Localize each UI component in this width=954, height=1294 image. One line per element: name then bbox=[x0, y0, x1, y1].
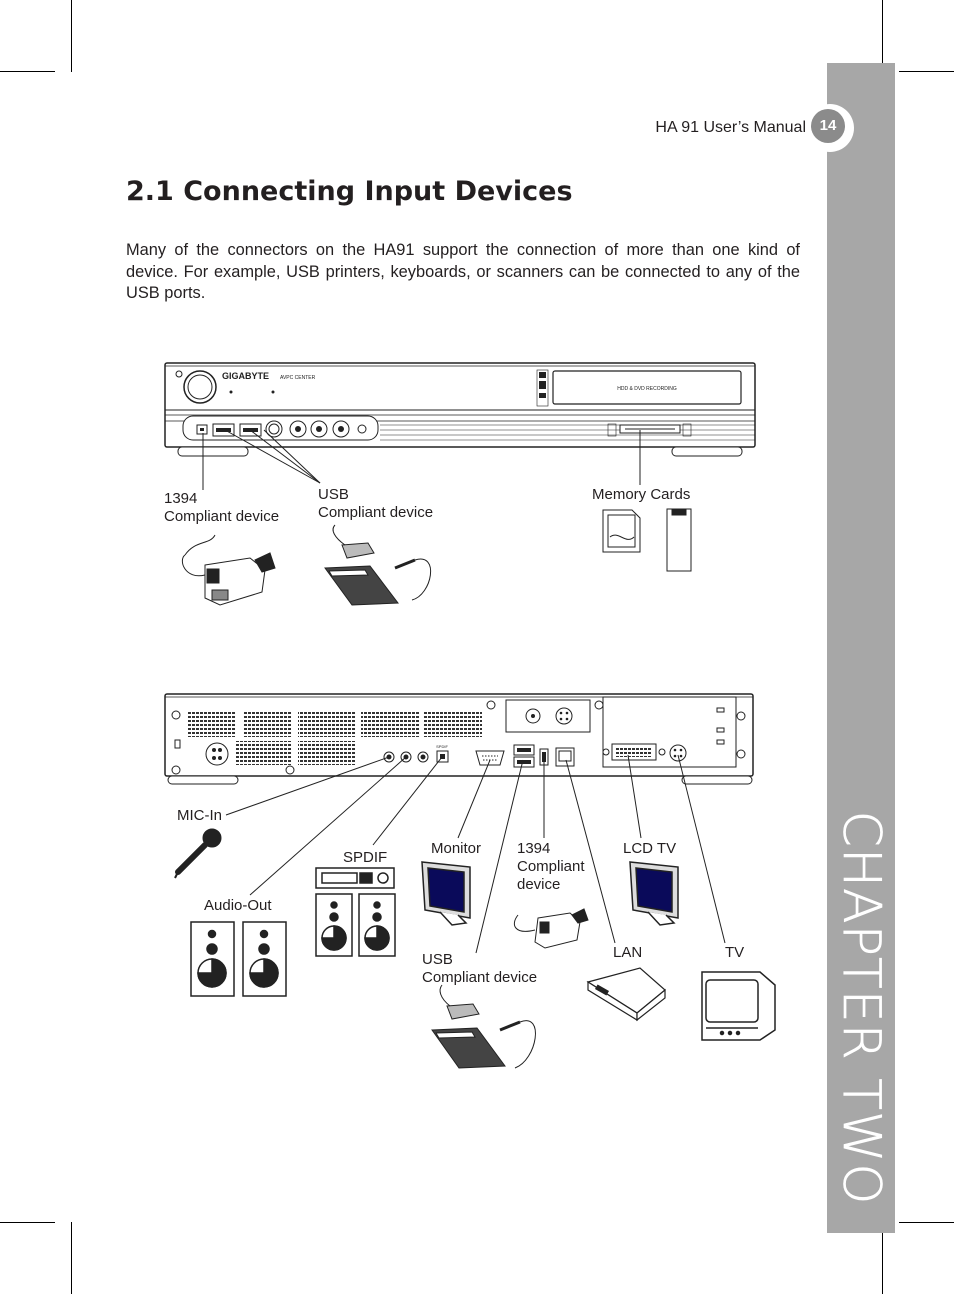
front-panel-unit: GIGABYTE AVPC CENTER HDD & DVD RECORDING bbox=[164, 362, 756, 457]
label-tv: TV bbox=[725, 944, 745, 961]
label-monitor: Monitor bbox=[431, 840, 482, 857]
camcorder-icon bbox=[513, 908, 589, 949]
usb-tablet-icon bbox=[324, 524, 432, 606]
crop-mark bbox=[0, 71, 55, 72]
camcorder-icon bbox=[181, 534, 276, 606]
rear-callout-lines bbox=[225, 754, 726, 954]
intro-paragraph: Many of the connectors on the HA91 suppo… bbox=[126, 241, 800, 302]
label-spdif: SPDIF bbox=[343, 849, 388, 866]
crop-mark bbox=[0, 1222, 55, 1223]
label-1394-rear: 1394 Compliant device bbox=[517, 840, 585, 893]
label-usb-front: USB Compliant device bbox=[318, 486, 434, 521]
label-usb-rear: USB Compliant device bbox=[422, 951, 538, 986]
spdif-port-label: SPDIF bbox=[436, 744, 448, 749]
usb-tablet-icon bbox=[431, 984, 536, 1069]
lcd-tv-icon bbox=[629, 861, 679, 926]
label-memory-cards: Memory Cards bbox=[592, 486, 691, 503]
display-window-text: HDD & DVD RECORDING bbox=[617, 386, 677, 392]
crop-mark bbox=[882, 0, 883, 72]
crt-tv-icon bbox=[701, 971, 776, 1041]
section-heading: 2.1 Connecting Input Devices bbox=[126, 176, 573, 207]
crop-mark bbox=[71, 1222, 72, 1294]
crop-mark bbox=[899, 1222, 954, 1223]
label-mic-in: MIC-In bbox=[177, 807, 222, 824]
monitor-icon bbox=[421, 861, 471, 926]
crop-mark bbox=[71, 0, 72, 72]
svg-text:AVPC CENTER: AVPC CENTER bbox=[280, 375, 316, 381]
label-lan: LAN bbox=[613, 944, 643, 961]
brand-logo: GIGABYTE bbox=[222, 371, 269, 381]
label-lcd-tv: LCD TV bbox=[623, 840, 677, 857]
spdif-receiver-icon bbox=[315, 867, 396, 957]
manual-title: HA 91 User’s Manual bbox=[655, 119, 806, 136]
crop-mark bbox=[882, 1222, 883, 1294]
label-1394-front: 1394 Compliant device bbox=[164, 490, 280, 525]
chapter-side-tab bbox=[827, 63, 895, 1233]
front-callout-lines bbox=[202, 429, 641, 490]
crop-mark bbox=[899, 71, 954, 72]
microphone-icon bbox=[174, 828, 222, 879]
memory-card-icon bbox=[602, 508, 692, 572]
page-number: 14 bbox=[811, 109, 845, 143]
label-audio-out: Audio-Out bbox=[204, 897, 272, 914]
rear-panel-unit: SPDIF bbox=[164, 693, 754, 785]
lan-router-icon bbox=[586, 967, 666, 1022]
speaker-pair-icon bbox=[190, 921, 287, 997]
